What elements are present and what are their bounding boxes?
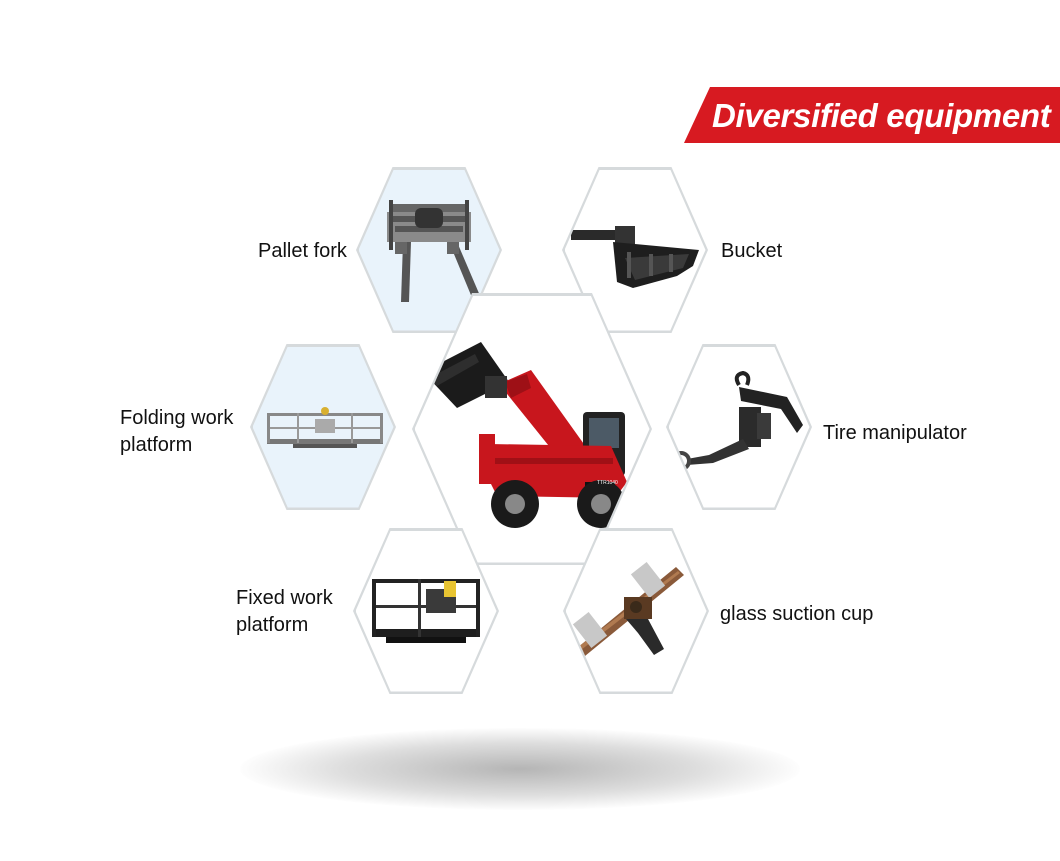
label-line: platform xyxy=(236,614,309,636)
hex-telehandler xyxy=(412,293,652,565)
machine-badge: TTR1040 xyxy=(597,480,618,486)
hex-tire-manipulator xyxy=(666,344,812,510)
label-folding-platform: Folding work platform xyxy=(120,405,260,459)
label-tire-manipulator: Tire manipulator xyxy=(823,420,993,447)
hex-fixed-platform xyxy=(353,528,499,694)
telehandler-image xyxy=(414,295,650,563)
label-fixed-platform: Fixed work platform xyxy=(236,585,356,639)
label-line: Bucket xyxy=(721,240,783,262)
banner-title: Diversified equipment xyxy=(712,97,1051,134)
hex-pallet-fork xyxy=(356,167,502,333)
label-line: glass suction cup xyxy=(720,603,874,625)
label-glass-suction-cup: glass suction cup xyxy=(720,601,910,628)
label-pallet-fork: Pallet fork xyxy=(258,238,368,265)
label-line: Tire manipulator xyxy=(823,422,967,444)
tire-manipulator-image xyxy=(668,346,810,508)
label-line: Pallet fork xyxy=(258,240,347,262)
folding-platform-image xyxy=(252,346,394,508)
title-banner xyxy=(684,87,1060,143)
hex-folding-platform xyxy=(250,344,396,510)
floor-shadow xyxy=(240,728,800,810)
label-bucket: Bucket xyxy=(721,238,811,265)
label-line: Folding work xyxy=(120,407,234,429)
label-line: platform xyxy=(120,434,193,456)
label-line: Fixed work xyxy=(236,587,333,609)
